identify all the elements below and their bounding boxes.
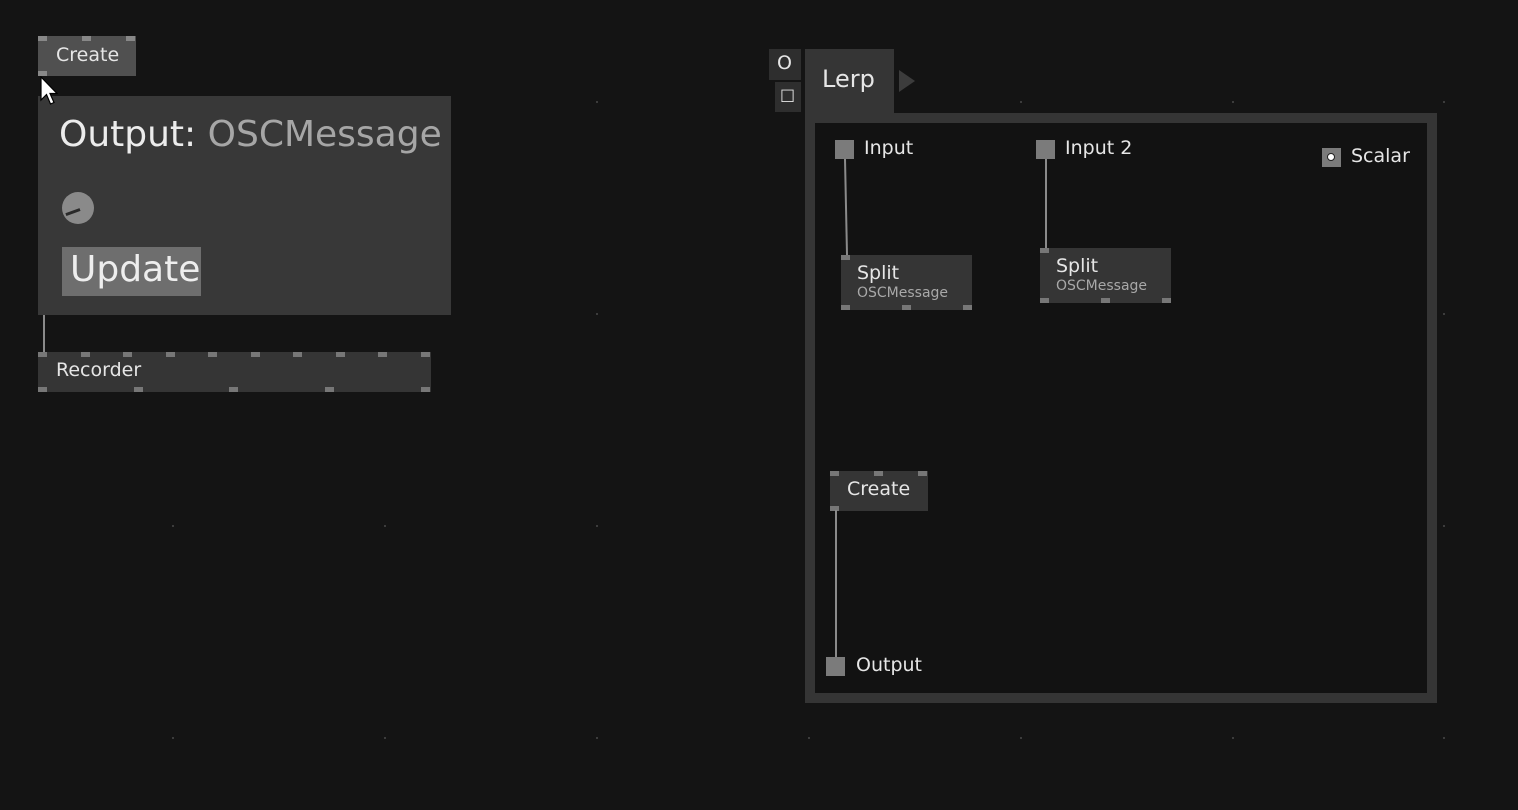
lerp-subgraph bbox=[805, 113, 1437, 703]
output-port[interactable] bbox=[826, 657, 845, 676]
input-label: Input bbox=[864, 137, 914, 159]
output-label: Output bbox=[856, 654, 922, 676]
scalar-toggle[interactable] bbox=[1322, 148, 1341, 167]
input-port[interactable] bbox=[835, 140, 854, 159]
split-node-2-label: Split bbox=[1056, 255, 1099, 277]
lerp-o-button-label: O bbox=[777, 52, 792, 74]
lerp-title-tab[interactable]: Lerp bbox=[805, 49, 894, 113]
create-node-label: Create bbox=[56, 44, 120, 66]
recorder-node[interactable]: Recorder bbox=[38, 352, 431, 392]
lerp-square-button-label: □ bbox=[780, 85, 796, 104]
mouse-cursor-icon bbox=[40, 76, 59, 105]
knob-icon[interactable] bbox=[62, 192, 94, 224]
split-node-1-label: Split bbox=[857, 262, 900, 284]
split-node-1[interactable]: Split OSCMessage bbox=[841, 255, 972, 310]
wire-create-output bbox=[835, 510, 837, 658]
lerp-play-icon[interactable] bbox=[898, 69, 916, 93]
popup-title: Output: OSCMessage bbox=[59, 114, 442, 155]
popup-title-value: OSCMessage bbox=[207, 114, 442, 155]
wire-input2-split bbox=[1045, 159, 1047, 250]
update-button-label: Update bbox=[70, 249, 201, 290]
lerp-title: Lerp bbox=[822, 65, 875, 93]
scalar-label: Scalar bbox=[1351, 145, 1410, 167]
wire-create-recorder bbox=[43, 314, 45, 354]
input2-port[interactable] bbox=[1036, 140, 1055, 159]
create-node-inner[interactable]: Create bbox=[830, 471, 928, 511]
create-node-inner-label: Create bbox=[847, 478, 911, 500]
recorder-node-label: Recorder bbox=[56, 359, 142, 381]
split-node-1-type: OSCMessage bbox=[857, 285, 949, 301]
split-node-2[interactable]: Split OSCMessage bbox=[1040, 248, 1171, 303]
split-node-2-type: OSCMessage bbox=[1056, 278, 1148, 294]
lerp-square-button[interactable]: □ bbox=[775, 82, 801, 112]
popup-title-key: Output: bbox=[59, 114, 197, 155]
create-node[interactable]: Create bbox=[38, 36, 136, 76]
output-popup: Output: OSCMessage Update bbox=[38, 96, 451, 315]
update-button[interactable]: Update bbox=[62, 247, 201, 296]
input2-label: Input 2 bbox=[1065, 137, 1133, 159]
lerp-o-button[interactable]: O bbox=[769, 49, 801, 80]
